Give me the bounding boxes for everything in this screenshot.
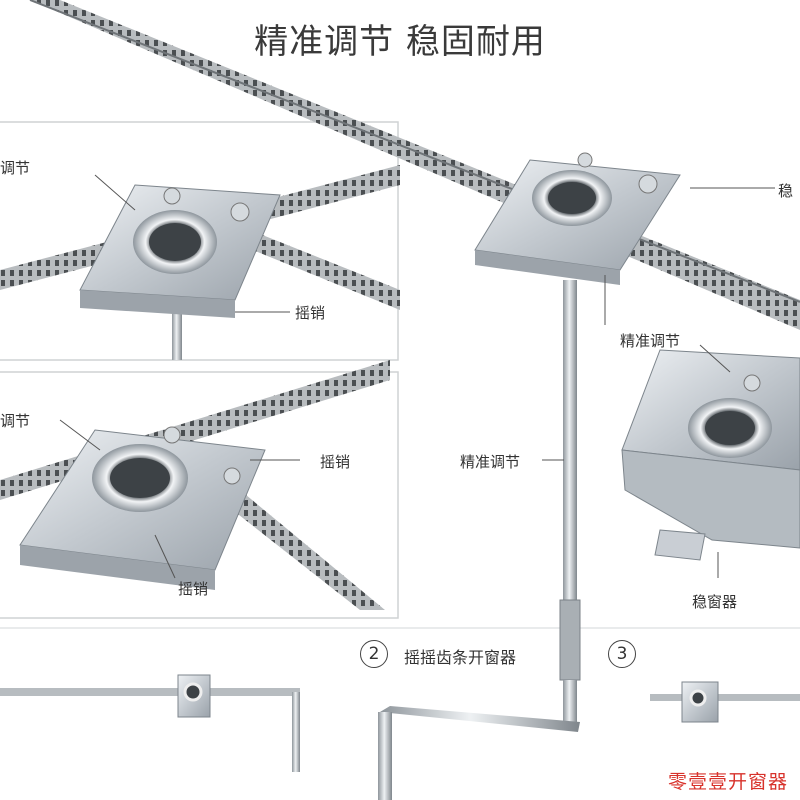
- label-top-right-stable: 稳: [778, 182, 794, 200]
- bottom-left-model: [0, 674, 300, 772]
- label-mid-left-pin-a: 摇销: [320, 453, 351, 471]
- watermark-text: 零壹壹开窗器: [667, 771, 788, 793]
- label-center-adjust-b: 精准调节: [460, 453, 521, 471]
- caption-step-2: 摇摇齿条开窗器: [404, 648, 517, 667]
- panel-frame-mid-left: [0, 371, 399, 619]
- step-number-2: 2: [360, 640, 388, 668]
- panel-frame-top-left: [0, 121, 399, 361]
- label-center-adjust-a: 精准调节: [620, 332, 681, 350]
- step-number-3: 3: [608, 640, 636, 668]
- label-top-left-pin: 摇销: [295, 304, 326, 322]
- mid-left-assembly: [0, 360, 390, 610]
- label-right-stabilizer: 稳窗器: [692, 593, 738, 611]
- label-mid-left-adjust: 调节: [0, 412, 31, 430]
- right-stabilizer-assembly: [621, 344, 800, 578]
- bottom-right-model: [650, 681, 800, 723]
- label-top-left-adjust: 调节: [0, 159, 31, 177]
- top-left-assembly: [0, 165, 400, 360]
- label-mid-left-pin-b: 摇销: [178, 580, 209, 598]
- page-title: 精准调节 稳固耐用: [254, 22, 546, 62]
- main-operator-assembly: [378, 152, 775, 800]
